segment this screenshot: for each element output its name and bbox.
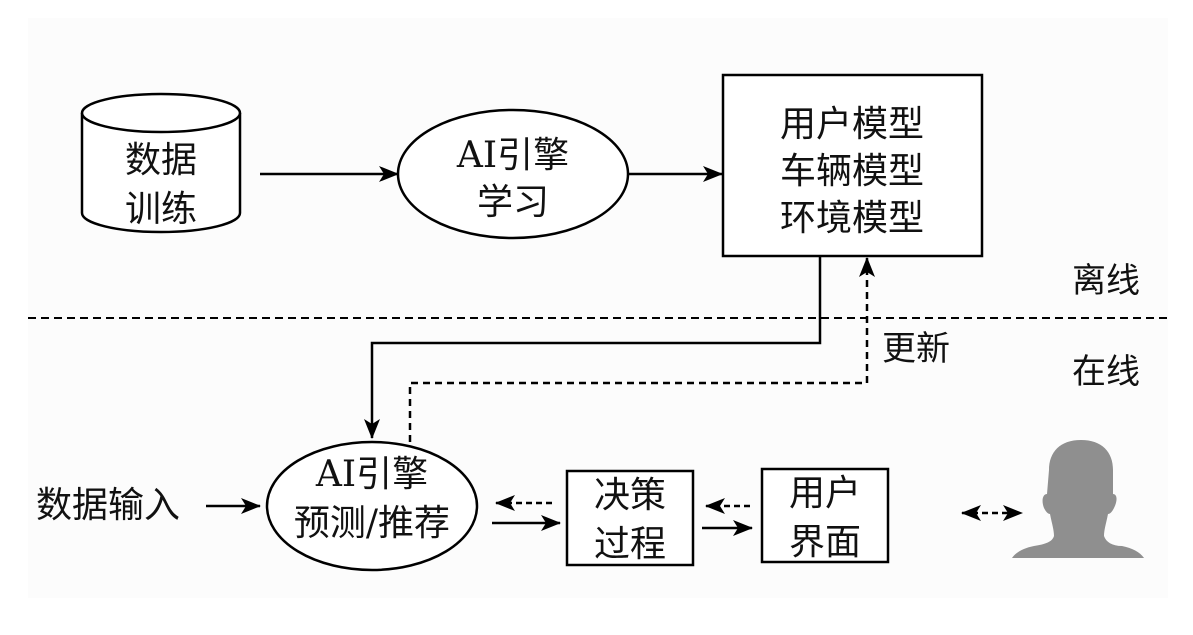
decision-line-1: 决策: [594, 475, 666, 516]
decision-node[interactable]: 决策 过程: [565, 469, 695, 567]
data-training-line-2: 训练: [125, 189, 197, 230]
update-label: 更新: [882, 329, 950, 369]
data-training-line-1: 数据: [125, 140, 197, 181]
cylinder-body: [80, 113, 242, 234]
data-training-node[interactable]: 数据 训练: [80, 92, 242, 234]
edge-models-to-predict: [364, 257, 822, 439]
person-silhouette-icon: [1012, 440, 1144, 558]
edge-predict-update-models: [408, 257, 875, 442]
ai-learning-node[interactable]: AI引擎 学习: [396, 108, 630, 240]
ai-predict-node[interactable]: AI引擎 预测/推荐: [265, 440, 479, 572]
person-shape: [1012, 440, 1144, 558]
ai-learning-line-2: 学习: [477, 182, 549, 223]
decision-line-2: 过程: [594, 524, 666, 565]
data-input-label: 数据输入: [36, 485, 180, 526]
user-interface-line-2: 界面: [789, 522, 861, 563]
online-label: 在线: [1072, 352, 1140, 392]
cylinder-top: [80, 92, 242, 134]
ai-predict-line-1: AI引擎: [315, 454, 428, 495]
models-box: [721, 73, 984, 258]
user-interface-node[interactable]: 用户 界面: [760, 467, 890, 564]
models-line-2: 车辆模型: [780, 151, 924, 192]
ai-learning-line-1: AI引擎: [456, 135, 569, 176]
models-line-3: 环境模型: [780, 198, 924, 239]
ai-predict-ellipse: [265, 440, 479, 572]
decision-box: [565, 469, 695, 567]
models-node[interactable]: 用户模型 车辆模型 环境模型: [721, 73, 984, 258]
models-line-1: 用户模型: [780, 104, 924, 145]
user-interface-line-1: 用户: [789, 473, 861, 514]
user-interface-box: [760, 467, 890, 564]
ai-predict-line-2: 预测/推荐: [294, 503, 450, 544]
offline-label: 离线: [1072, 261, 1140, 301]
